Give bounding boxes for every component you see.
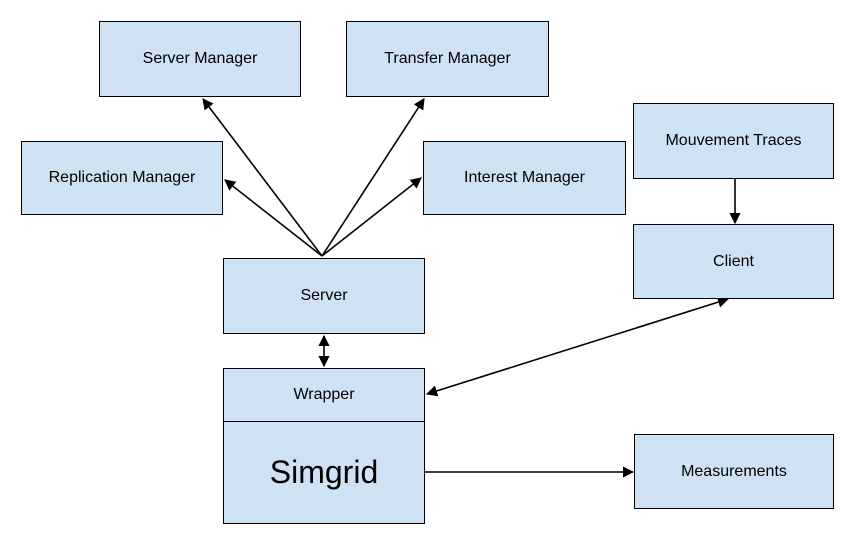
measurements-box: Measurements [634, 434, 834, 509]
interest-manager-box: Interest Manager [423, 141, 626, 215]
arrow-server-to-interest-manager [321, 177, 422, 257]
interest-manager-label: Interest Manager [464, 169, 585, 186]
server-manager-label: Server Manager [142, 50, 258, 67]
replication-manager-box: Replication Manager [21, 141, 223, 215]
server-label: Server [300, 287, 348, 304]
arrow-client-wrapper [425, 296, 730, 397]
simgrid-label: Simgrid [269, 454, 379, 490]
wrapper-box: Wrapper [223, 368, 425, 422]
replication-manager-label: Replication Manager [48, 169, 196, 186]
arrow-server-to-replication-manager [224, 179, 323, 257]
client-label: Client [713, 252, 754, 270]
mouvement-traces-label: Mouvement Traces [665, 132, 802, 149]
server-manager-box: Server Manager [99, 21, 301, 97]
server-box: Server [223, 258, 425, 334]
wrapper-label: Wrapper [293, 386, 355, 403]
transfer-manager-box: Transfer Manager [346, 21, 549, 97]
client-box: Client [633, 224, 834, 299]
mouvement-traces-box: Mouvement Traces [633, 103, 834, 179]
arrow-server-to-transfer-manager [321, 98, 425, 257]
transfer-manager-label: Transfer Manager [384, 50, 511, 67]
arrow-server-to-server-manager [202, 98, 323, 257]
simgrid-box: Simgrid [223, 421, 425, 524]
measurements-label: Measurements [681, 462, 787, 480]
